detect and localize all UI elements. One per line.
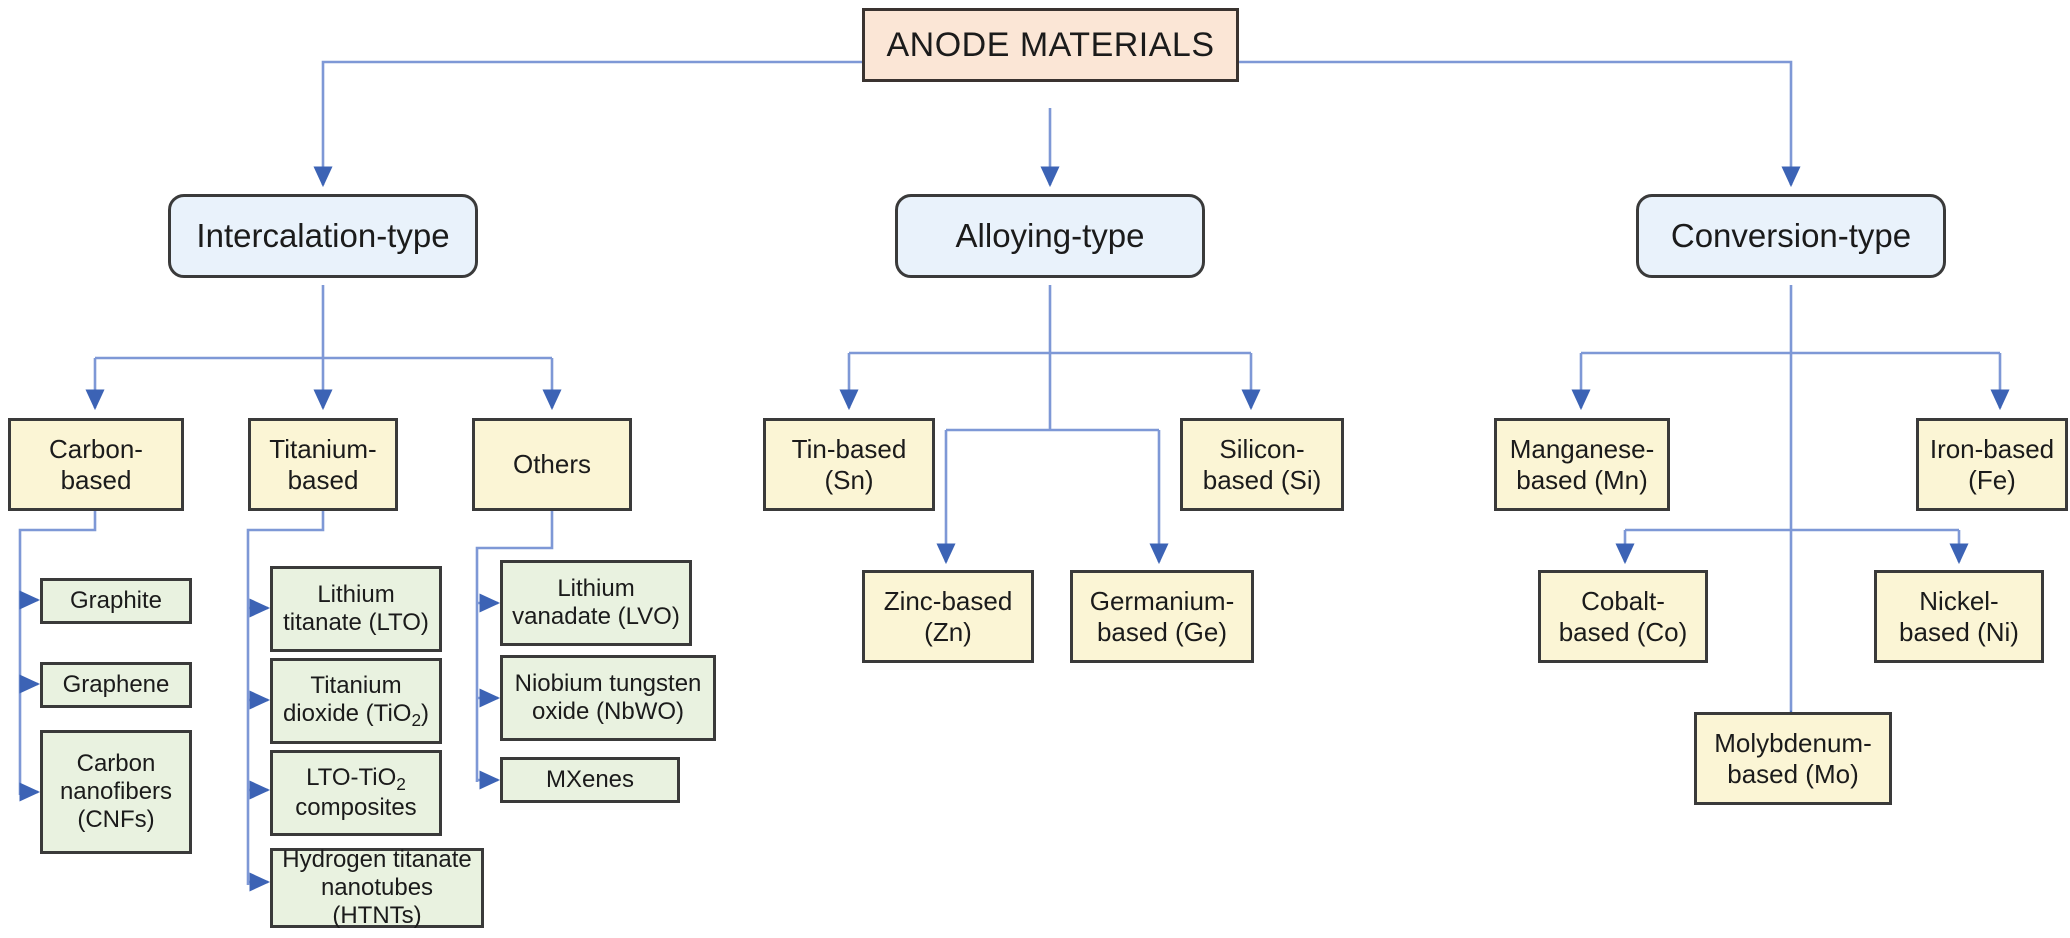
node-label: Alloying-type xyxy=(955,216,1145,254)
node-label: Tin-based (Sn) xyxy=(791,433,907,495)
node-label: Lithium vanadate (LVO) xyxy=(512,574,680,630)
node-hydrogen-titanate-nanotubes[interactable]: Hydrogen titanate nanotubes (HTNTs) xyxy=(270,845,484,930)
node-label: Manganese- based (Mn) xyxy=(1509,433,1655,495)
node-label: Graphite xyxy=(69,586,163,614)
node-others[interactable]: Others xyxy=(472,418,632,511)
node-lithium-titanate[interactable]: Lithium titanate (LTO) xyxy=(270,566,442,652)
node-nickel-based[interactable]: Nickel- based (Ni) xyxy=(1874,570,2044,663)
node-zinc-based[interactable]: Zinc-based (Zn) xyxy=(862,570,1034,663)
node-label: Germanium- based (Ge) xyxy=(1089,585,1235,647)
node-label: Lithium titanate (LTO) xyxy=(283,580,429,636)
node-germanium-based[interactable]: Germanium- based (Ge) xyxy=(1070,570,1254,663)
node-label: Titanium- based xyxy=(269,433,377,495)
node-cobalt-based[interactable]: Cobalt- based (Co) xyxy=(1538,570,1708,663)
node-label: Hydrogen titanate nanotubes (HTNTs) xyxy=(282,845,472,930)
node-label: Graphene xyxy=(62,670,170,698)
node-titanium-based[interactable]: Titanium- based xyxy=(248,418,398,511)
node-carbon-nanofibers[interactable]: Carbon nanofibers (CNFs) xyxy=(40,730,192,854)
node-label: Carbon- based xyxy=(49,433,143,495)
node-carbon-based[interactable]: Carbon- based xyxy=(8,418,184,511)
node-label: Intercalation-type xyxy=(196,216,450,254)
node-label: Carbon nanofibers (CNFs) xyxy=(59,749,173,834)
node-label: Molybdenum- based (Mo) xyxy=(1714,727,1872,789)
node-label: Silicon- based (Si) xyxy=(1202,433,1322,495)
node-label: Zinc-based (Zn) xyxy=(883,585,1013,647)
node-label: Cobalt- based (Co) xyxy=(1558,585,1688,647)
node-label: Niobium tungsten oxide (NbWO) xyxy=(514,669,702,725)
node-graphite[interactable]: Graphite xyxy=(40,578,192,624)
node-tin-based[interactable]: Tin-based (Sn) xyxy=(763,418,935,511)
node-mxenes[interactable]: MXenes xyxy=(500,757,680,803)
node-silicon-based[interactable]: Silicon- based (Si) xyxy=(1180,418,1344,511)
node-label: MXenes xyxy=(545,765,635,793)
node-manganese-based[interactable]: Manganese- based (Mn) xyxy=(1494,418,1670,511)
node-label: ANODE MATERIALS xyxy=(886,25,1215,64)
node-alloying-type[interactable]: Alloying-type xyxy=(895,194,1205,278)
node-lithium-vanadate[interactable]: Lithium vanadate (LVO) xyxy=(500,560,692,646)
node-label: Conversion-type xyxy=(1670,216,1912,254)
node-anode-materials[interactable]: ANODE MATERIALS xyxy=(862,8,1239,82)
node-graphene[interactable]: Graphene xyxy=(40,662,192,708)
node-label: Iron-based (Fe) xyxy=(1929,433,2055,495)
node-intercalation-type[interactable]: Intercalation-type xyxy=(168,194,478,278)
node-molybdenum-based[interactable]: Molybdenum- based (Mo) xyxy=(1694,712,1892,805)
node-label: Nickel- based (Ni) xyxy=(1899,585,2019,647)
node-conversion-type[interactable]: Conversion-type xyxy=(1636,194,1946,278)
node-label: Others xyxy=(512,449,592,480)
node-iron-based[interactable]: Iron-based (Fe) xyxy=(1916,418,2068,511)
node-niobium-tungsten-oxide[interactable]: Niobium tungsten oxide (NbWO) xyxy=(500,655,716,741)
